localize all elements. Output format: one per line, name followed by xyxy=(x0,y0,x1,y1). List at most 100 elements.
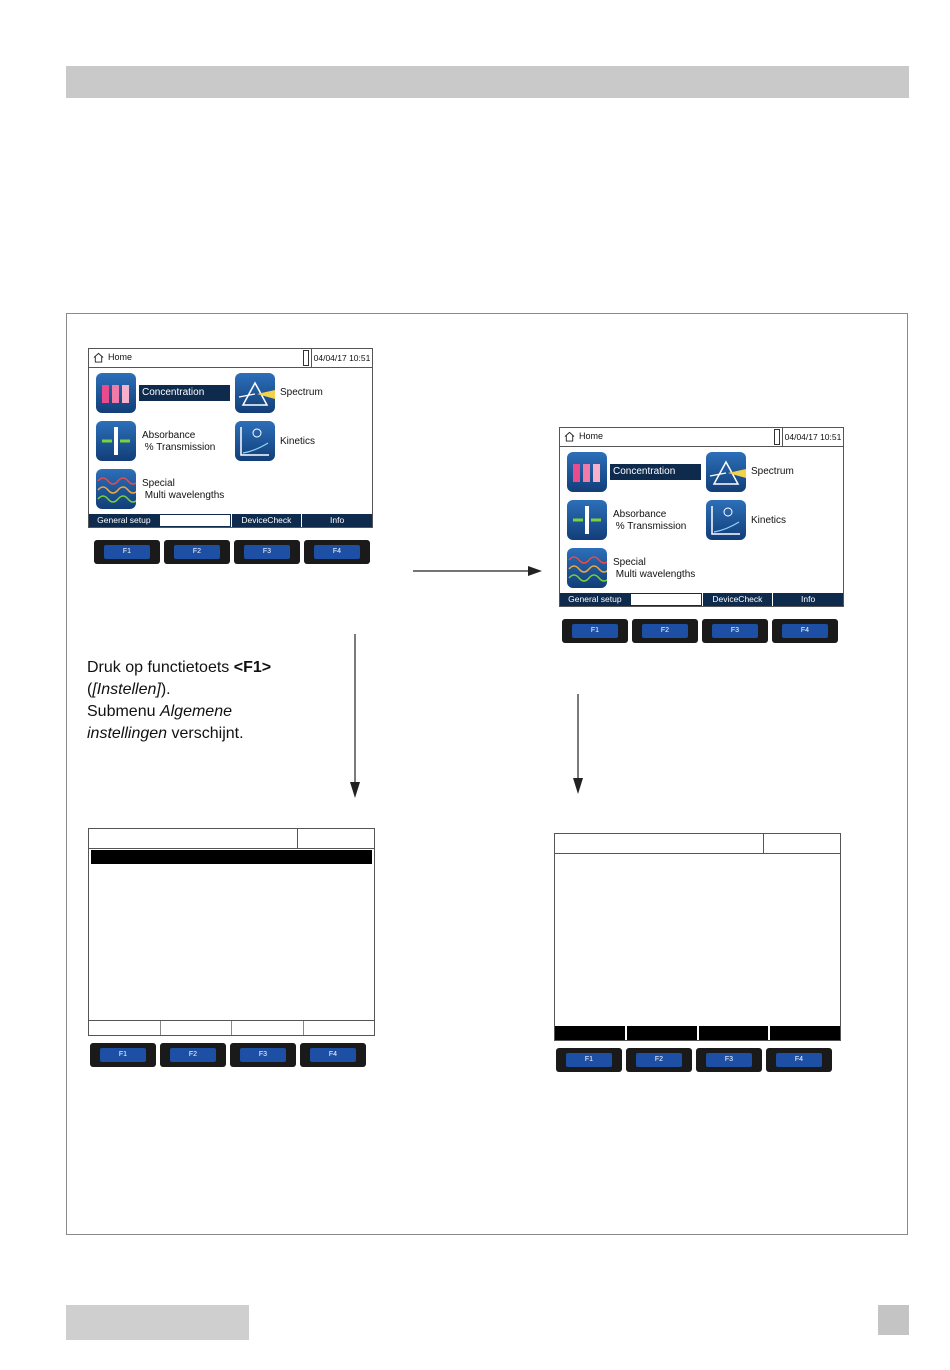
f3-key[interactable]: F3 xyxy=(234,540,300,564)
f2-key[interactable]: F2 xyxy=(626,1048,692,1072)
instruction-algemene: Algemene xyxy=(159,703,232,720)
f4-label: F4 xyxy=(776,1053,822,1067)
screen-datetime: 04/04/17 10:51 xyxy=(311,349,372,367)
function-keys-right: F1 F2 F3 F4 xyxy=(562,619,838,643)
softkey-info[interactable]: Info xyxy=(301,514,372,527)
f3-label: F3 xyxy=(706,1053,752,1067)
concentration-label[interactable]: Concentration xyxy=(610,464,701,480)
softkey-2[interactable] xyxy=(159,1021,232,1035)
arrow-down-left xyxy=(350,634,360,798)
instruction-instellen: [Instellen] xyxy=(92,681,161,698)
f2-key[interactable]: F2 xyxy=(164,540,230,564)
instruction-instellingen: instellingen xyxy=(87,725,168,742)
instruction-text: Druk op functietoets <F1> ([Instellen]).… xyxy=(87,657,347,745)
f2-key[interactable]: F2 xyxy=(632,619,698,643)
softkey-general-setup[interactable]: General setup xyxy=(568,594,622,604)
concentration-label[interactable]: Concentration xyxy=(139,385,230,401)
instruction-key: <F1> xyxy=(233,659,272,676)
f2-label: F2 xyxy=(642,624,688,638)
special-icon[interactable] xyxy=(96,469,139,509)
softkey-3[interactable] xyxy=(231,1021,303,1035)
f4-label: F4 xyxy=(782,624,828,638)
concentration-icon[interactable] xyxy=(567,452,607,492)
f2-key[interactable]: F2 xyxy=(160,1043,226,1067)
softkey-devicecheck[interactable]: DeviceCheck xyxy=(230,514,302,527)
instruction-line4: verschijnt. xyxy=(167,725,244,742)
softkey-4[interactable] xyxy=(302,1021,375,1035)
battery-icon xyxy=(774,429,780,445)
home-screen-right: Home 04/04/17 10:51 Concentration Spectr… xyxy=(559,427,844,607)
special-label[interactable]: Special Multi wavelengths xyxy=(142,478,225,501)
screen-header xyxy=(89,829,374,849)
kinetics-label[interactable]: Kinetics xyxy=(751,515,787,526)
f4-key[interactable]: F4 xyxy=(300,1043,366,1067)
special-label[interactable]: Special Multi wavelengths xyxy=(613,557,696,580)
concentration-icon[interactable] xyxy=(96,373,136,413)
figure-frame xyxy=(66,313,908,1235)
battery-icon xyxy=(303,350,309,366)
f3-key[interactable]: F3 xyxy=(696,1048,762,1072)
f1-key[interactable]: F1 xyxy=(94,540,160,564)
softkey-devicecheck[interactable]: DeviceCheck xyxy=(701,593,773,606)
f1-key[interactable]: F1 xyxy=(90,1043,156,1067)
spectrum-icon[interactable] xyxy=(706,452,746,492)
selected-row[interactable] xyxy=(91,850,372,864)
softkey-1[interactable] xyxy=(89,1021,160,1035)
absorbance-label[interactable]: Absorbance % Transmission xyxy=(613,509,687,532)
page-number-box xyxy=(878,1305,909,1335)
f3-key[interactable]: F3 xyxy=(702,619,768,643)
kinetics-icon[interactable] xyxy=(706,500,746,540)
f4-key[interactable]: F4 xyxy=(304,540,370,564)
softkey-bar xyxy=(555,1026,840,1040)
softkey-blank[interactable] xyxy=(158,514,231,527)
f4-label: F4 xyxy=(314,545,360,559)
home-icon xyxy=(93,352,104,363)
absorbance-icon[interactable] xyxy=(567,500,607,540)
softkey-4[interactable] xyxy=(770,1026,840,1040)
arrow-right xyxy=(413,566,542,576)
softkey-info[interactable]: Info xyxy=(772,593,843,606)
softkey-general-setup[interactable]: General setup xyxy=(97,515,151,525)
softkey-bar: General setup DeviceCheck Info xyxy=(89,514,372,527)
settings-screen-right xyxy=(554,833,841,1041)
instruction-line2-prefix: ( xyxy=(87,681,93,698)
softkey-blank[interactable] xyxy=(629,593,702,606)
spectrum-label[interactable]: Spectrum xyxy=(280,387,323,398)
screen-datetime: 04/04/17 10:51 xyxy=(782,428,843,446)
softkey-bar xyxy=(89,1020,374,1035)
settings-screen-left xyxy=(88,828,375,1036)
f1-key[interactable]: F1 xyxy=(556,1048,622,1072)
spectrum-icon[interactable] xyxy=(235,373,275,413)
home-screen-left: Home 04/04/17 10:51 Concentration Spectr… xyxy=(88,348,373,528)
kinetics-icon[interactable] xyxy=(235,421,275,461)
screen-title: Home xyxy=(108,352,133,362)
softkey-3[interactable] xyxy=(698,1026,769,1040)
f1-label: F1 xyxy=(100,1048,146,1062)
screen-title: Home xyxy=(579,431,604,441)
f2-label: F2 xyxy=(174,545,220,559)
f4-key[interactable]: F4 xyxy=(766,1048,832,1072)
f3-key[interactable]: F3 xyxy=(230,1043,296,1067)
f3-label: F3 xyxy=(240,1048,286,1062)
softkey-1[interactable] xyxy=(555,1026,625,1040)
screen-titlebar: Home 04/04/17 10:51 xyxy=(560,428,843,447)
instruction-line1: Druk op functietoets xyxy=(87,659,234,676)
f2-label: F2 xyxy=(170,1048,216,1062)
softkey-2[interactable] xyxy=(626,1026,697,1040)
function-keys-bottom-right: F1 F2 F3 F4 xyxy=(556,1048,832,1072)
f1-key[interactable]: F1 xyxy=(562,619,628,643)
screen-titlebar: Home 04/04/17 10:51 xyxy=(89,349,372,368)
f2-label: F2 xyxy=(636,1053,682,1067)
f1-label: F1 xyxy=(104,545,150,559)
f1-label: F1 xyxy=(572,624,618,638)
instruction-line2-suffix: ). xyxy=(160,681,171,698)
absorbance-label[interactable]: Absorbance % Transmission xyxy=(142,430,216,453)
spectrum-label[interactable]: Spectrum xyxy=(751,466,794,477)
function-keys-bottom-left: F1 F2 F3 F4 xyxy=(90,1043,366,1067)
softkey-bar: General setup DeviceCheck Info xyxy=(560,593,843,606)
special-icon[interactable] xyxy=(567,548,610,588)
absorbance-icon[interactable] xyxy=(96,421,136,461)
f4-key[interactable]: F4 xyxy=(772,619,838,643)
f3-label: F3 xyxy=(712,624,758,638)
kinetics-label[interactable]: Kinetics xyxy=(280,436,316,447)
